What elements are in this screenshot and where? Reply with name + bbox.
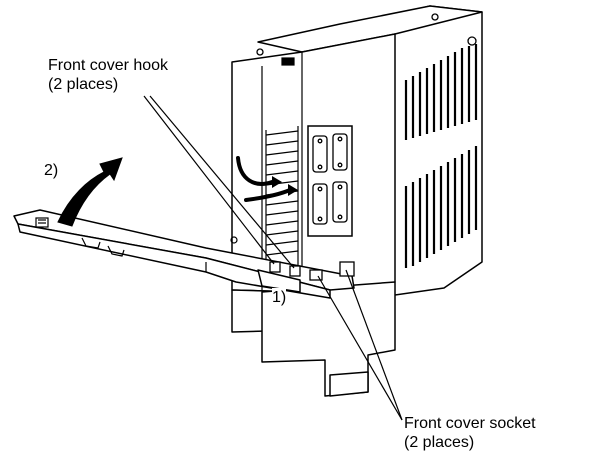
front-panel-details [261, 52, 353, 290]
front-cover-end [257, 269, 301, 293]
connector-3 [312, 183, 328, 225]
mounting-hole-top [431, 13, 439, 21]
connector-panel [307, 125, 353, 237]
connector-4 [332, 181, 348, 223]
status-led-window [281, 57, 295, 66]
mounting-hole-left [256, 48, 264, 56]
cover-screw-hole [230, 236, 238, 244]
vent-slots-lower [404, 146, 478, 268]
front-cover-socket-label: Front cover socket (2 places) [404, 414, 536, 452]
cover-socket-left [309, 269, 323, 281]
inverter-body [231, 5, 483, 397]
leader-socket-1 [317, 275, 403, 421]
front-cover-hook-label: Front cover hook (2 places) [48, 56, 168, 94]
connectors [312, 133, 348, 225]
front-cover-hook-count: (2 places) [48, 76, 119, 93]
mounting-hole-right [467, 36, 477, 46]
cables [236, 156, 292, 202]
lift-arrow [57, 157, 123, 227]
front-cover-details [35, 217, 238, 272]
mounting-holes [256, 13, 477, 56]
connector-2 [332, 133, 348, 171]
bottom-foot [329, 371, 369, 397]
connector-1 [312, 135, 328, 173]
front-cover-socket-count: (2 places) [404, 434, 475, 451]
leader-socket-2 [345, 269, 403, 421]
leader-hook-2 [149, 95, 295, 269]
cable-2 [244, 188, 292, 202]
cover-socket-right [339, 261, 355, 277]
front-cover-socket-title: Front cover socket [404, 415, 536, 432]
cover-hook-right [289, 265, 301, 277]
leader-lines [143, 95, 403, 421]
cover-hooks [269, 261, 355, 281]
step-1-label: 1) [272, 288, 287, 307]
step-2-label: 2) [44, 162, 59, 179]
cable-1 [236, 156, 274, 186]
leader-hook-1 [143, 95, 275, 265]
vent-slots-upper [404, 44, 478, 140]
cover-hook-left [269, 261, 281, 273]
terminal-strip [265, 126, 299, 268]
front-cover-hook-title: Front cover hook [48, 57, 169, 74]
